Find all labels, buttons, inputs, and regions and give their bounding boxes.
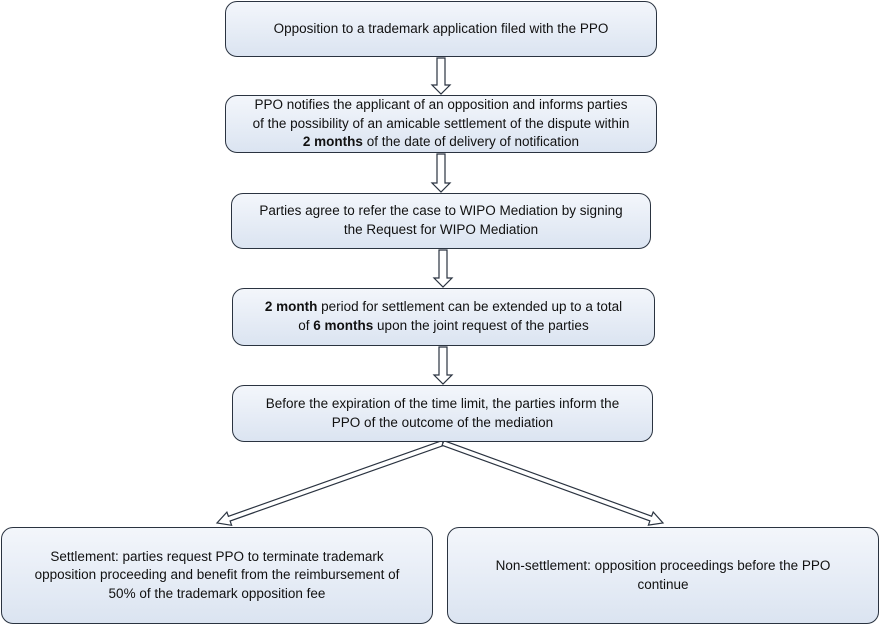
text-run: Non-settlement: opposition proceedings b… [496,558,831,573]
arrow-down-2 [432,154,450,192]
step-parties-agree-mediation: Parties agree to refer the case to WIPO … [231,193,651,249]
box-text: Non-settlement: opposition proceedings b… [496,557,831,594]
text-line: Opposition to a trademark application fi… [274,20,609,39]
outcome-settlement: Settlement: parties request PPO to termi… [1,527,433,624]
text-line: continue [496,576,831,595]
arrow-down-4 [434,347,452,384]
text-line: opposition proceeding and benefit from t… [35,566,400,585]
text-run: PPO notifies the applicant of an opposit… [255,97,628,112]
text-run: of [298,318,313,333]
text-run: period for settlement can be extended up… [317,299,622,314]
box-text: PPO notifies the applicant of an opposit… [253,96,630,152]
text-run: of the date of delivery of notification [363,134,579,149]
box-text: Settlement: parties request PPO to termi… [35,548,400,604]
text-run: Before the expiration of the time limit,… [266,396,619,411]
text-run: opposition proceeding and benefit from t… [35,567,400,582]
step-opposition-filed: Opposition to a trademark application fi… [225,1,657,57]
text-line: of the possibility of an amicable settle… [253,115,630,134]
step-ppo-notifies: PPO notifies the applicant of an opposit… [225,95,657,153]
text-run: Settlement: parties request PPO to termi… [50,549,383,564]
text-run: continue [637,577,688,592]
arrow-down-1 [432,58,450,94]
text-run: 50% of the trademark opposition fee [109,586,326,601]
text-line: Non-settlement: opposition proceedings b… [496,557,831,576]
text-line: Parties agree to refer the case to WIPO … [259,202,622,221]
box-text: Parties agree to refer the case to WIPO … [259,202,622,239]
arrow-to-settlement [217,441,444,526]
text-line: 50% of the trademark opposition fee [35,585,400,604]
text-run: of the possibility of an amicable settle… [253,116,630,131]
text-line: Before the expiration of the time limit,… [266,395,619,414]
emphasis-text: 2 months [303,134,363,149]
text-line: Settlement: parties request PPO to termi… [35,548,400,567]
text-line: PPO notifies the applicant of an opposit… [253,96,630,115]
box-text: Before the expiration of the time limit,… [266,395,619,432]
text-run: PPO of the outcome of the mediation [332,415,553,430]
text-line: PPO of the outcome of the mediation [266,414,619,433]
text-run: Opposition to a trademark application fi… [274,21,609,36]
emphasis-text: 6 months [313,318,373,333]
arrow-to-non-settlement [442,441,663,525]
text-line: 2 month period for settlement can be ext… [265,298,622,317]
text-run: the Request for WIPO Mediation [344,222,538,237]
text-run: Parties agree to refer the case to WIPO … [259,203,622,218]
text-line: 2 months of the date of delivery of noti… [253,133,630,152]
text-run: upon the joint request of the parties [373,318,588,333]
text-line: of 6 months upon the joint request of th… [265,317,622,336]
emphasis-text: 2 month [265,299,318,314]
box-text: 2 month period for settlement can be ext… [265,298,622,335]
step-inform-outcome: Before the expiration of the time limit,… [232,385,653,442]
outcome-non-settlement: Non-settlement: opposition proceedings b… [447,527,879,624]
arrow-down-3 [434,250,452,287]
text-line: the Request for WIPO Mediation [259,221,622,240]
box-text: Opposition to a trademark application fi… [274,20,609,39]
step-period-extension: 2 month period for settlement can be ext… [232,288,655,346]
